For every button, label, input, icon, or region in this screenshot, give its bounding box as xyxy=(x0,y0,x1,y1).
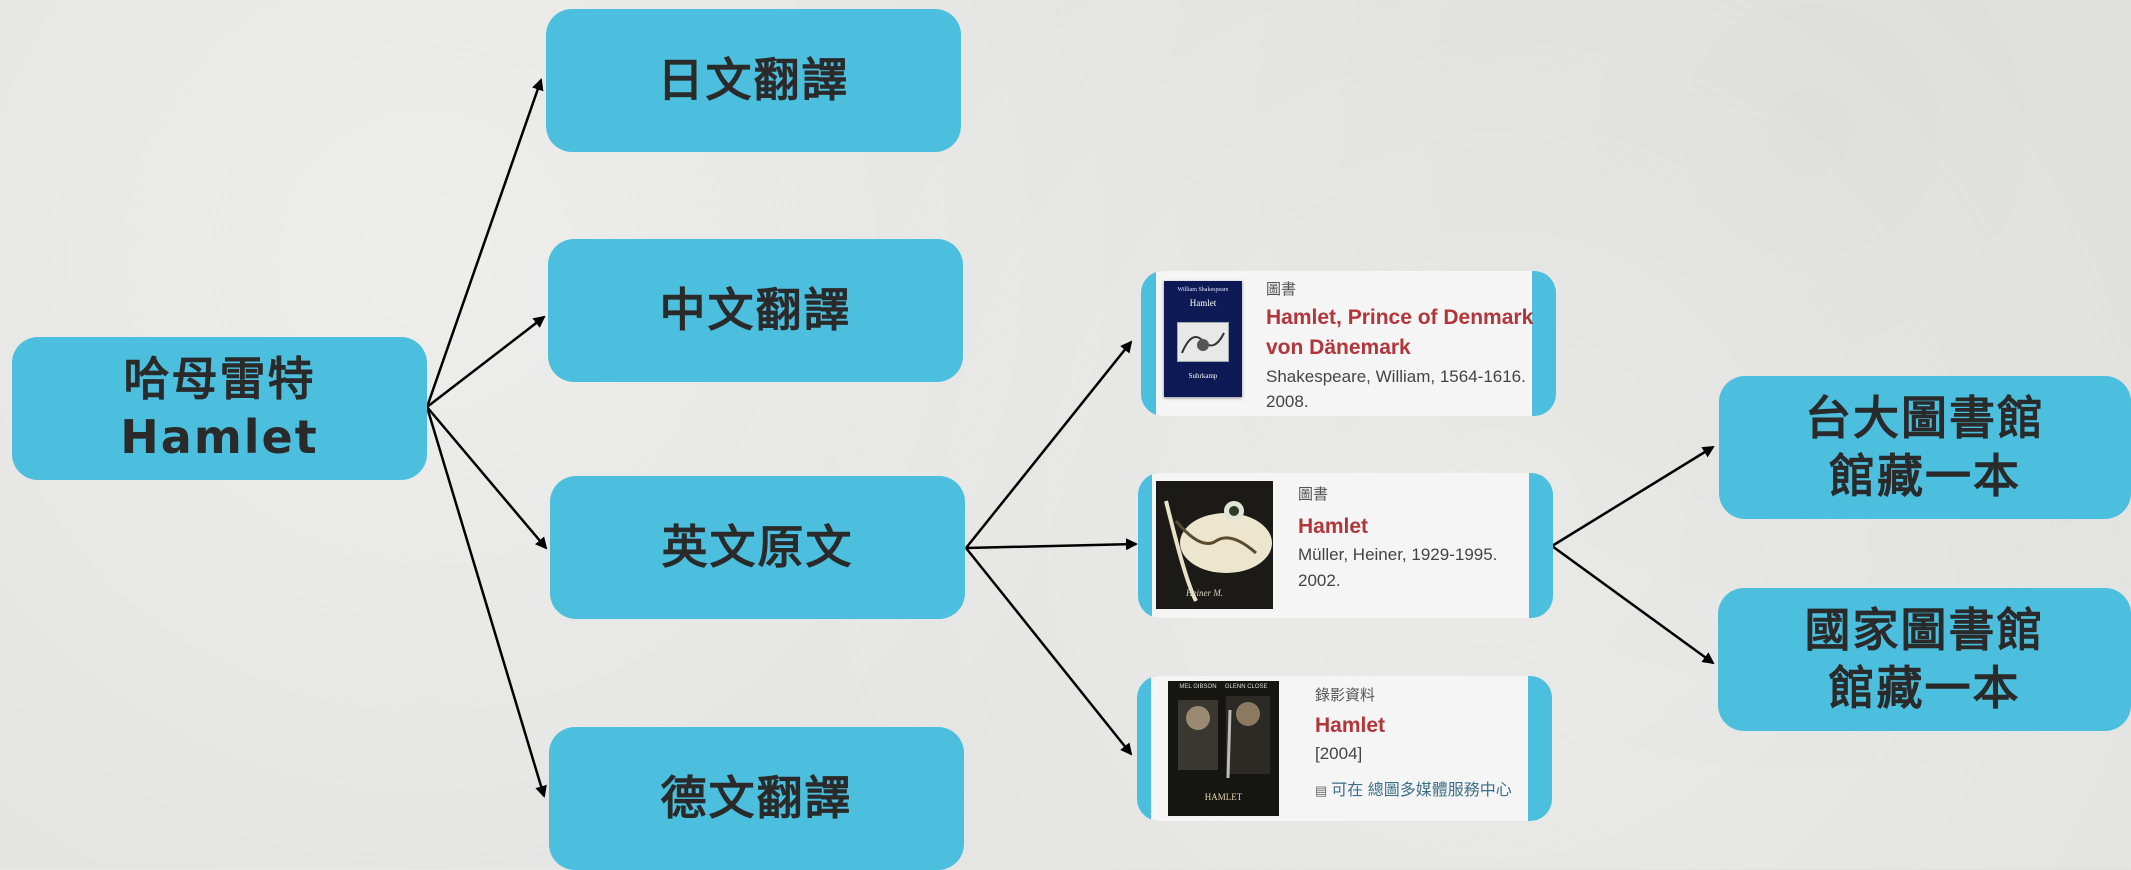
record-year: 2008. xyxy=(1266,392,1309,412)
library-ncl-holdings: 館藏一本 xyxy=(1828,660,2021,715)
record-type: 錄影資料 xyxy=(1315,687,1376,704)
cover-illustration xyxy=(1177,322,1229,362)
cover-artwork xyxy=(1178,696,1270,779)
arrow-english-to-record-1 xyxy=(965,340,1133,549)
record-card-2[interactable]: Heiner M. 圖書 Hamlet Müller, Heiner, 1929… xyxy=(1138,473,1553,618)
record-title-line-2[interactable]: von Dänemark xyxy=(1266,336,1411,360)
record-title-link[interactable]: Hamlet xyxy=(1298,515,1369,538)
record-title-link[interactable]: Hamlet, Prince of Denmark von Dänemark xyxy=(1266,303,1536,364)
cover-title: Hamlet xyxy=(1189,298,1217,308)
library-ntu-name: 台大圖書館 xyxy=(1805,391,2045,445)
branch-german-label: 德文翻譯 xyxy=(660,770,853,825)
branch-english-original: 英文原文 xyxy=(550,476,965,619)
cover-author: William Shakespeare xyxy=(1177,287,1229,293)
book-cover-image: William Shakespeare Hamlet Suhrkamp xyxy=(1164,281,1242,397)
root-title-english: Hamlet xyxy=(120,409,319,464)
library-ntu-holdings: 館藏一本 xyxy=(1829,448,2021,503)
record-title-link[interactable]: Hamlet xyxy=(1315,714,1386,737)
record-type: 圖書 xyxy=(1266,281,1297,298)
record-author: Shakespeare, William, 1564-1616. xyxy=(1266,366,1526,386)
arrow-root-to-german xyxy=(425,406,547,798)
cover-cast: MEL GIBSON GLENN CLOSE xyxy=(1179,684,1268,690)
branch-chinese-translation: 中文翻譯 xyxy=(548,239,963,382)
record-year: [2004] xyxy=(1315,744,1363,764)
branch-english-label: 英文原文 xyxy=(661,519,854,574)
branch-japanese-label: 日文翻譯 xyxy=(657,52,850,107)
record-title-line-1[interactable]: Hamlet, Prince of Denmark xyxy=(1266,306,1534,329)
library-ncl-node: 國家圖書館 館藏一本 xyxy=(1718,588,2131,731)
arrow-root-to-english xyxy=(426,406,548,550)
arrow-root-to-chinese xyxy=(426,315,546,408)
branch-japanese-translation: 日文翻譯 xyxy=(546,9,961,152)
library-ncl-name: 國家圖書館 xyxy=(1804,603,2045,657)
record-availability[interactable]: ▤可在 總圖多媒體服務中心 xyxy=(1315,779,1545,803)
record-card-1[interactable]: William Shakespeare Hamlet Suhrkamp 圖書 H… xyxy=(1141,271,1556,416)
cover-publisher: Suhrkamp xyxy=(1188,372,1218,380)
dvd-cover-image: MEL GIBSON GLENN CLOSE HAMLET xyxy=(1168,681,1279,816)
record-type: 圖書 xyxy=(1298,486,1329,503)
arrow-root-to-japanese xyxy=(425,78,544,408)
branch-german-translation: 德文翻譯 xyxy=(549,727,964,870)
root-node: 哈母雷特 Hamlet xyxy=(12,337,427,480)
arrow-record-2-to-ncl xyxy=(1551,544,1715,665)
arrow-english-to-record-3 xyxy=(965,547,1133,756)
record-year: 2002. xyxy=(1298,570,1341,590)
record-author: Müller, Heiner, 1929-1995. xyxy=(1298,545,1498,565)
arrow-english-to-record-2 xyxy=(965,538,1138,551)
root-title-chinese: 哈母雷特 xyxy=(123,352,316,406)
library-ntu-node: 台大圖書館 館藏一本 xyxy=(1719,376,2131,519)
branch-chinese-label: 中文翻譯 xyxy=(659,282,852,337)
cover-title: HAMLET xyxy=(1204,792,1243,802)
location-icon: ▤ xyxy=(1315,782,1328,798)
svg-text:Heiner M.: Heiner M. xyxy=(1185,588,1223,598)
arrow-record-2-to-ntu xyxy=(1551,445,1715,548)
cover-artwork: Heiner M. xyxy=(1164,500,1272,602)
record-card-3[interactable]: MEL GIBSON GLENN CLOSE HAMLET 錄影資料 Hamle… xyxy=(1137,676,1552,821)
book-cover-image: Heiner M. xyxy=(1156,481,1273,609)
availability-text[interactable]: 可在 總圖多媒體服務中心 xyxy=(1331,781,1512,799)
